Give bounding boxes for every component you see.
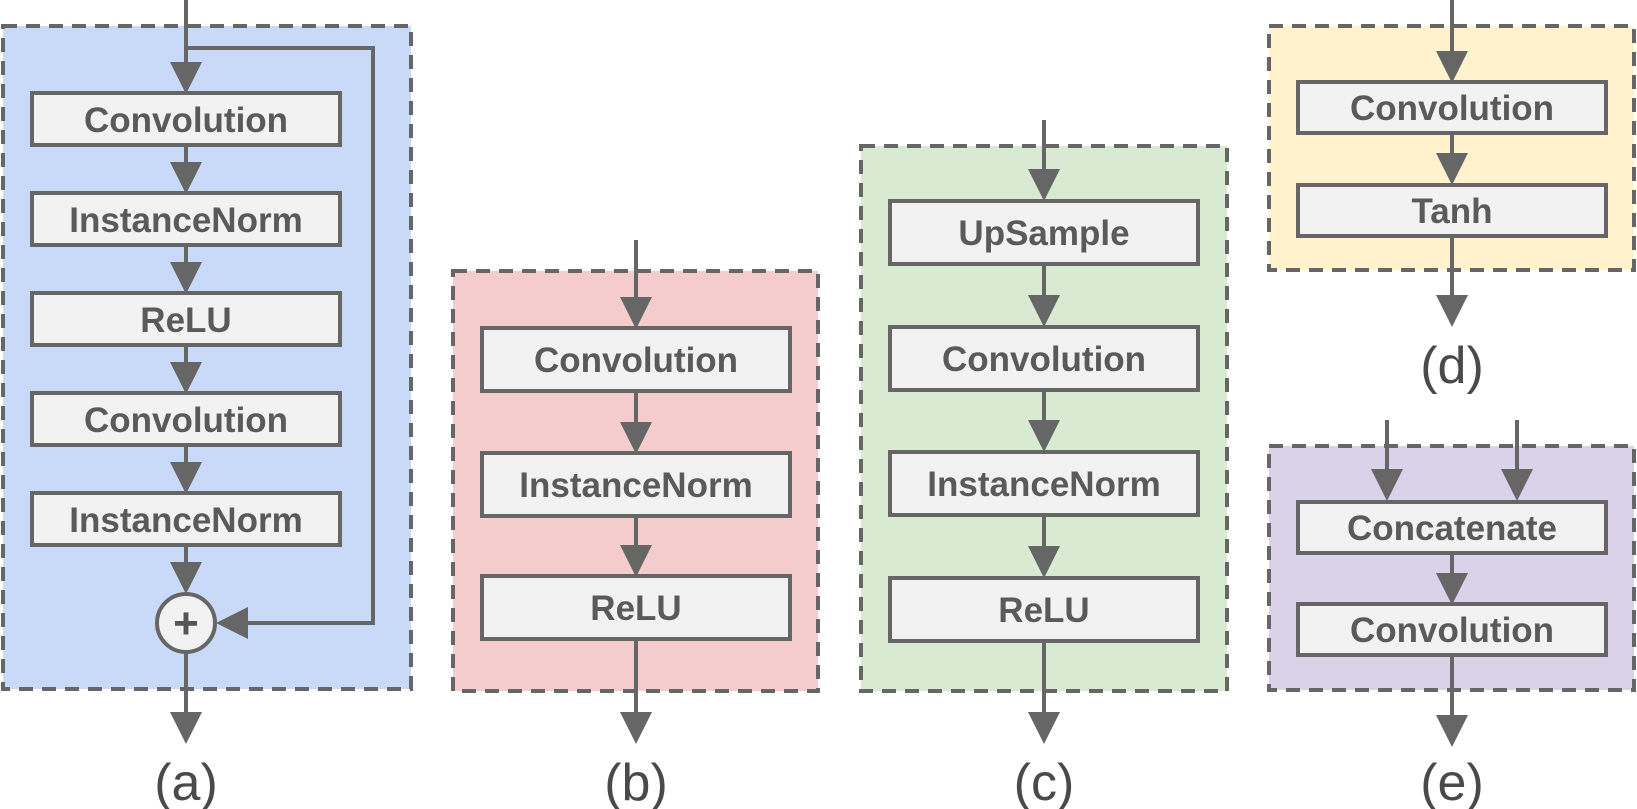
panel-c-node-relu-label: ReLU <box>998 591 1089 630</box>
panel-d-caption: (d) <box>1420 337 1484 395</box>
panel-e-caption: (e) <box>1420 754 1484 809</box>
panel-c-node-convolution-label: Convolution <box>942 340 1146 379</box>
panel-d-node-tanh-label: Tanh <box>1411 192 1492 231</box>
panel-c-caption: (c) <box>1014 754 1075 809</box>
panel-a-node-instancenorm-2 <box>30 491 342 547</box>
panel-b-node-instancenorm-label: InstanceNorm <box>519 466 752 505</box>
panel-a-border <box>1 24 413 691</box>
panel-d-node-convolution-label: Convolution <box>1350 89 1554 128</box>
panel-a-node-instancenorm-1 <box>30 191 342 247</box>
panel-e: Concatenate Convolution (e) <box>1267 420 1636 809</box>
panel-c: UpSample Convolution InstanceNorm ReLU (… <box>859 120 1229 809</box>
panel-e-node-concatenate-label: Concatenate <box>1347 509 1557 548</box>
panel-a-skip-connection <box>186 46 375 639</box>
panel-b-node-convolution <box>480 326 792 393</box>
panel-c-node-upsample <box>888 199 1200 266</box>
panel-d: Convolution Tanh (d) <box>1267 0 1636 395</box>
panel-c-node-instancenorm-label: InstanceNorm <box>927 465 1160 504</box>
panel-a-node-relu-label: ReLU <box>140 301 231 340</box>
panel-b-node-relu-label: ReLU <box>590 589 681 628</box>
panel-b: Convolution InstanceNorm ReLU (b) <box>451 240 820 809</box>
panel-b-node-convolution-label: Convolution <box>534 341 738 380</box>
panel-a-node-convolution-2 <box>30 391 342 447</box>
panel-a-node-convolution-1-label: Convolution <box>84 101 288 140</box>
panel-a-add-symbol: + <box>173 599 199 648</box>
panel-b-node-instancenorm <box>480 451 792 518</box>
panel-a-node-instancenorm-2-label: InstanceNorm <box>69 501 302 540</box>
panel-c-node-upsample-label: UpSample <box>958 214 1129 253</box>
panel-a-caption: (a) <box>154 754 218 809</box>
panel-a-node-convolution-2-label: Convolution <box>84 401 288 440</box>
panel-e-node-convolution <box>1296 602 1608 657</box>
panel-e-node-convolution-label: Convolution <box>1350 611 1554 650</box>
panel-c-node-convolution <box>888 325 1200 392</box>
panel-a-node-relu <box>30 291 342 347</box>
panel-a: Convolution InstanceNorm ReLU Convolutio… <box>1 0 413 809</box>
panel-a-node-instancenorm-1-label: InstanceNorm <box>69 201 302 240</box>
panel-b-caption: (b) <box>604 754 668 809</box>
panel-c-node-relu <box>888 576 1200 643</box>
